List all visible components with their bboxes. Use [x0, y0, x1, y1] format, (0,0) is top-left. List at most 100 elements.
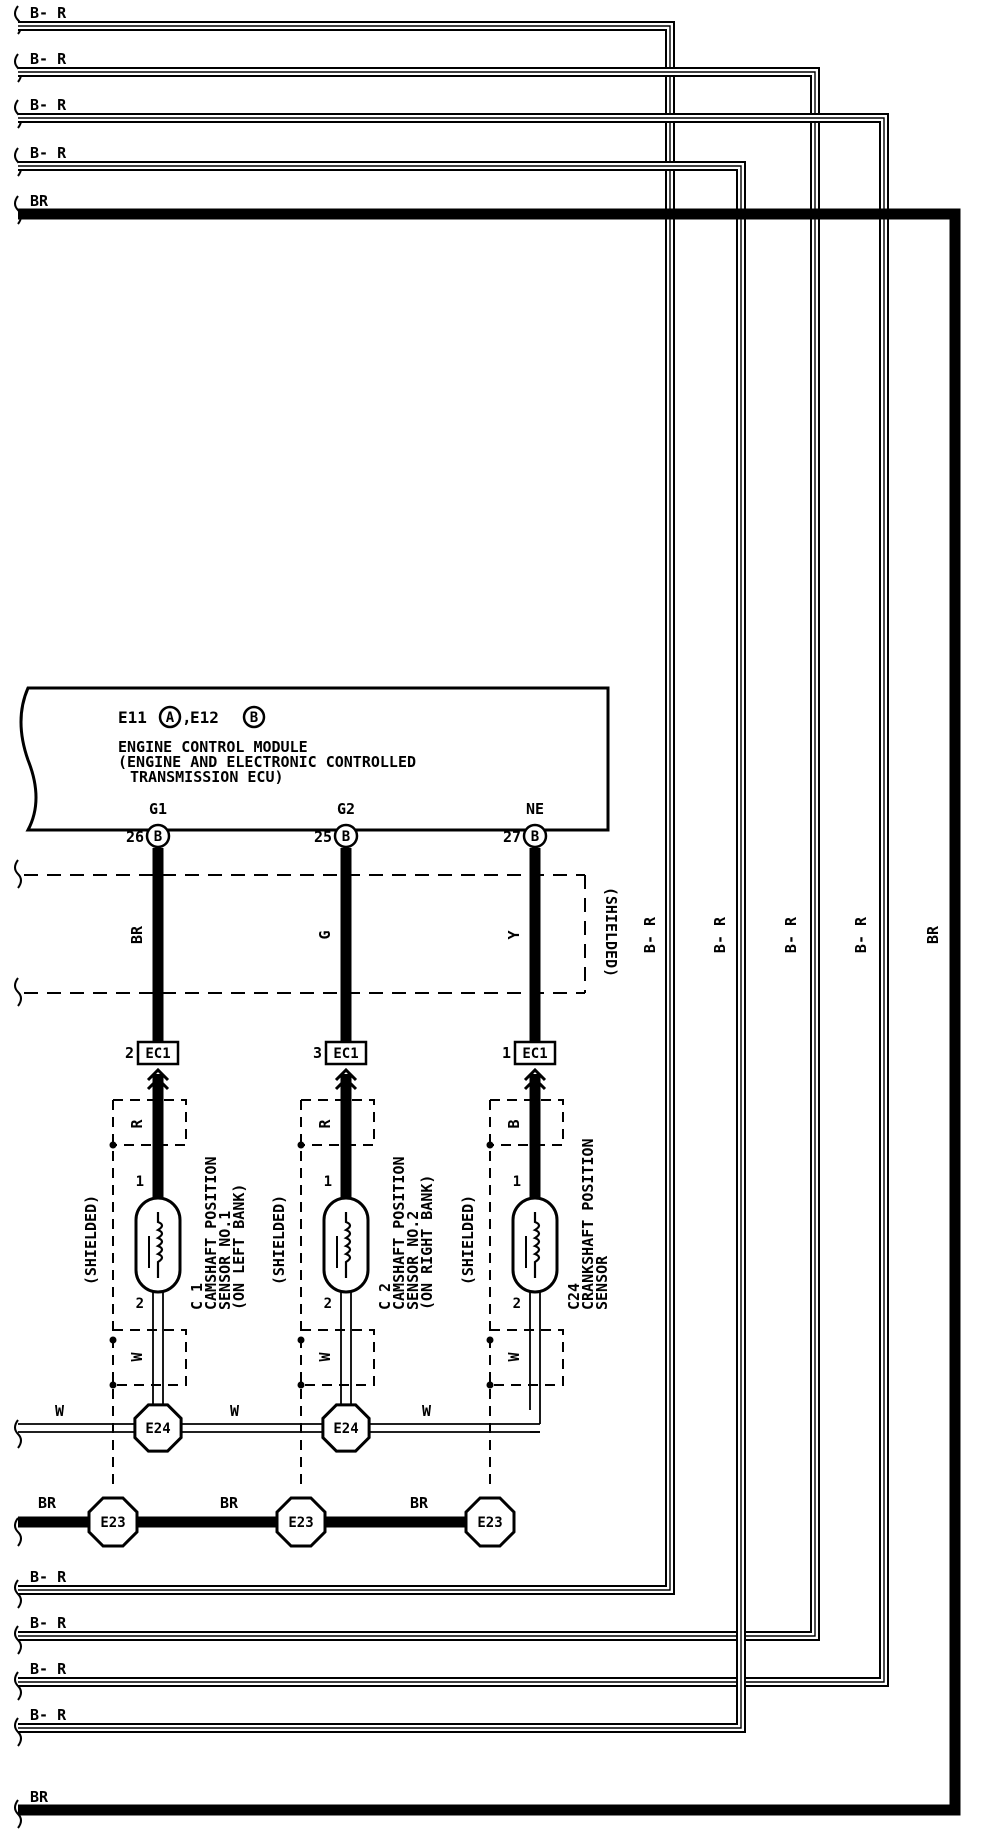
- outer-wire-2: B- R B- R: [18, 96, 889, 1687]
- shield-main-label: (SHIELDED): [602, 887, 620, 977]
- shield-junction-dot: [486, 1141, 494, 1149]
- vertical-wire-label: B- R: [782, 916, 800, 953]
- outer-wire-line: [18, 161, 746, 1733]
- e24-junction: [321, 1403, 371, 1453]
- e24-label: E24: [333, 1421, 358, 1437]
- sensor-coil-icon: [532, 1212, 541, 1278]
- terminal-pin: 25: [314, 828, 332, 846]
- vertical-wire-label: B- R: [711, 916, 729, 953]
- ec-box: [136, 1040, 180, 1066]
- sensor-description: CRANKSHAFT POSITION: [579, 1138, 597, 1310]
- ec-label: EC1: [145, 1046, 170, 1062]
- ec-pin: 2: [125, 1044, 134, 1062]
- sensor-description: (ON LEFT BANK): [230, 1184, 248, 1310]
- sensor-description: (ON RIGHT BANK): [418, 1175, 436, 1310]
- sensor-upper-wire-label: R: [316, 1119, 334, 1129]
- sensor-lower-wire-label: W: [128, 1352, 146, 1362]
- terminal-badge-circle: [522, 823, 548, 849]
- ecm-connector-a: E11: [118, 708, 147, 727]
- shield-junction-dot: [297, 1336, 305, 1344]
- sensor-lower-wire-label: W: [316, 1352, 334, 1362]
- terminal-badge: B: [342, 829, 350, 845]
- ec-label: EC1: [333, 1046, 358, 1062]
- terminal-name: G2: [337, 800, 355, 818]
- shield-main: [24, 874, 586, 994]
- outer-wire-3: B- R B- R: [18, 144, 746, 1733]
- terminal-pin: 27: [503, 828, 521, 846]
- sensor-pin-top: 1: [324, 1174, 332, 1190]
- shield-junction-dot: [486, 1336, 494, 1344]
- e23-junction: [464, 1496, 516, 1548]
- top-wire-label: B- R: [30, 4, 67, 22]
- sensor-description: SENSOR NO.2: [404, 1211, 422, 1310]
- vertical-wire-label: BR: [924, 925, 942, 944]
- terminal-badge-circle: [333, 823, 359, 849]
- break-marks: [14, 5, 22, 1829]
- top-wire-label: B- R: [30, 96, 67, 114]
- outer-wire-fill: [18, 69, 818, 1639]
- ecm-title-line1: ENGINE CONTROL MODULE: [118, 738, 308, 756]
- connector-chevron: [334, 1067, 358, 1082]
- ecm-badge-a: A: [166, 710, 175, 726]
- e23-label: E23: [477, 1515, 502, 1531]
- shield-junction-dot: [486, 1381, 494, 1389]
- ec-box: [513, 1040, 557, 1066]
- terminal-badge: B: [531, 829, 539, 845]
- sensor-lower-wire-label: W: [505, 1352, 523, 1362]
- sensor-coil-icon: [343, 1212, 352, 1278]
- vertical-wire-label: B- R: [852, 916, 870, 953]
- ecm-title-line3: TRANSMISSION ECU): [130, 768, 284, 786]
- outer-wire-line: [18, 208, 961, 1816]
- shield-junction-dot: [109, 1381, 117, 1389]
- e24-label: E24: [145, 1421, 170, 1437]
- ec-pin: 3: [313, 1044, 322, 1062]
- shield-junction-dot: [109, 1141, 117, 1149]
- terminal-pin: 26: [126, 828, 144, 846]
- ec-box: [324, 1040, 368, 1066]
- w-bus-label: W: [55, 1402, 65, 1420]
- connector-chevron: [523, 1067, 547, 1082]
- sensor-description: CAMSHAFT POSITION: [390, 1156, 408, 1310]
- ec-label: EC1: [522, 1046, 547, 1062]
- sensor-shield: [300, 1099, 375, 1490]
- ecm-title-line2: (ENGINE AND ELECTRONIC CONTROLLED: [118, 753, 416, 771]
- e23-junction: [87, 1496, 139, 1548]
- sensor-id: C 2: [376, 1283, 394, 1310]
- sensor-pin-bottom: 2: [136, 1296, 144, 1312]
- terminal-badge: B: [154, 829, 162, 845]
- bottom-wire-label: B- R: [30, 1706, 67, 1724]
- bottom-wire-label: B- R: [30, 1568, 67, 1586]
- ecm-sep: ,: [182, 708, 192, 727]
- sensor-pin-top: 1: [513, 1174, 521, 1190]
- sensor-shield: [112, 1099, 187, 1490]
- terminal-wire-label: Y: [505, 930, 523, 939]
- sensor-shield-label: (SHIELDED): [82, 1195, 100, 1285]
- sensor-shield: [489, 1099, 564, 1490]
- e23-label: E23: [100, 1515, 125, 1531]
- outer-wire-stripe: [18, 165, 742, 1729]
- e23-junction: [275, 1496, 327, 1548]
- ecm-badge-b-circle: [242, 705, 266, 729]
- top-wire-label: BR: [30, 192, 49, 210]
- w-bus-label: W: [230, 1402, 240, 1420]
- outer-wire-line: [18, 67, 820, 1641]
- ecm-connector-b: E12: [190, 708, 219, 727]
- sensor-pin-bottom: 2: [324, 1296, 332, 1312]
- br-bus-label: BR: [410, 1494, 429, 1512]
- top-wire-label: B- R: [30, 50, 67, 68]
- sensor-shield-label: (SHIELDED): [270, 1195, 288, 1285]
- outer-wire-1: B- R B- R: [18, 50, 820, 1641]
- sensor-coil-icon: [155, 1212, 164, 1278]
- sensor-description: CAMSHAFT POSITION: [202, 1156, 220, 1310]
- br-bus-label: BR: [220, 1494, 239, 1512]
- shield-junction-dot: [109, 1336, 117, 1344]
- outer-wire-stripe: [18, 71, 816, 1637]
